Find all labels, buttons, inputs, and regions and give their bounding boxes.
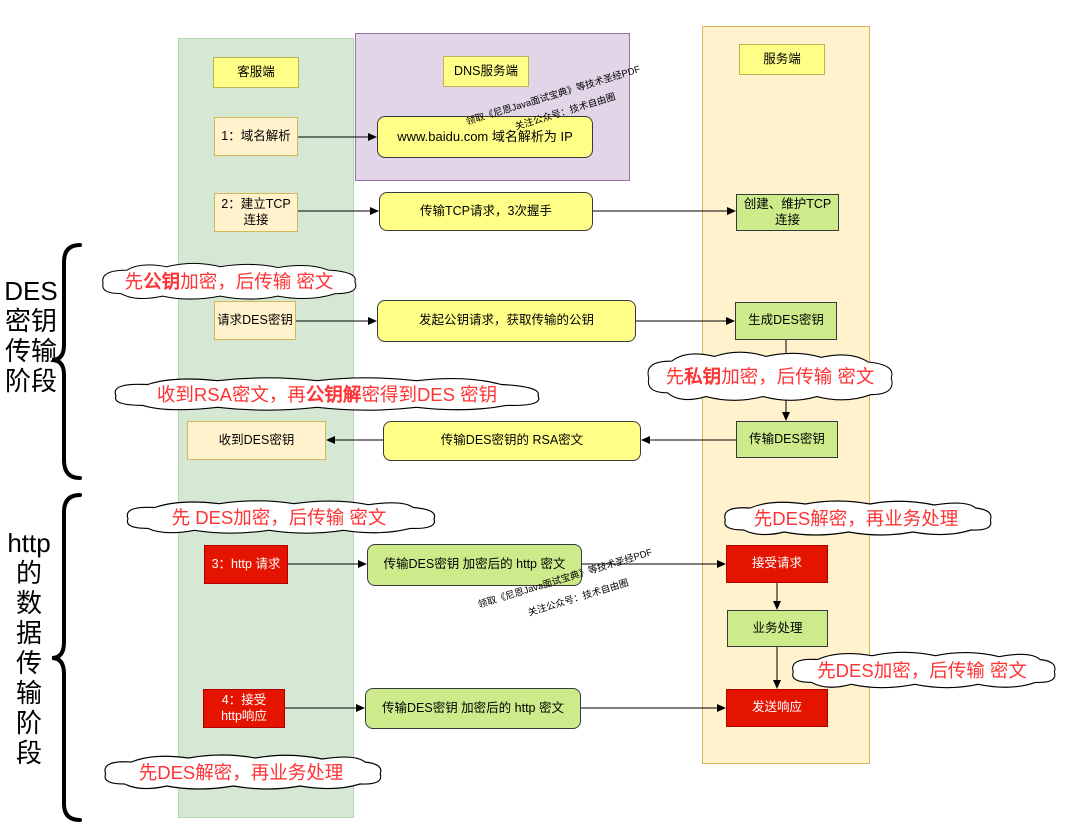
http-phase-line: 阶 (15, 708, 42, 738)
cloud-text-pre: 先 (124, 271, 144, 292)
tcp-server-node: 创建、维护TCP连接 (736, 194, 839, 231)
cloud-text: 先DES解密，再业务处理 (753, 508, 959, 529)
des-encrypt-client-cloud: 先 DES加密，后传输 密文 (120, 498, 438, 536)
des-rsa-transfer-node: 传输DES密钥的 RSA密文 (383, 421, 641, 461)
des-phase-line: 阶段 (4, 366, 57, 396)
cloud-text-bold: 私钥 (684, 366, 722, 387)
http-request-transfer-node: 传输DES密钥 加密后的 http 密文 (367, 544, 582, 586)
business-processing-node: 业务处理 (727, 610, 828, 647)
des-phase-line: DES (4, 276, 58, 306)
generate-des-key-node: 生成DES密钥 (735, 302, 837, 340)
http-phase-line: 输 (15, 678, 42, 708)
transfer-des-key-node: 传输DES密钥 (736, 421, 838, 458)
dns-resolve-node: 1：域名解析 (214, 117, 298, 156)
public-key-encrypt-cloud: 先公钥加密，后传输 密文 (96, 260, 362, 302)
des-phase-line: 传输 (4, 336, 57, 366)
http-phase-label: http 的 数 据 传 输 阶 段 (0, 528, 58, 768)
public-key-request-node: 发起公钥请求，获取传输的公钥 (377, 300, 636, 342)
cloud-text-post: 加密，后传输 密文 (721, 366, 875, 387)
http-phase-line: 据 (15, 618, 42, 648)
http-phase-line: 数 (15, 588, 42, 618)
cloud-text-bold: 公钥 (143, 271, 181, 292)
tcp-setup-node: 2：建立TCP连接 (214, 193, 298, 232)
cloud-text-pre: 收到RSA密文，再 (156, 384, 306, 405)
http-phase-line: 传 (15, 648, 42, 678)
cloud-text: 先DES解密，再业务处理 (138, 762, 344, 783)
cloud-text-post: 加密，后传输 密文 (180, 271, 334, 292)
send-response-node: 发送响应 (726, 689, 828, 727)
des-decrypt-client-cloud: 先DES解密，再业务处理 (98, 752, 384, 792)
des-encrypt-server-cloud: 先DES加密，后传输 密文 (786, 649, 1058, 691)
server-lane-header: 服务端 (739, 44, 825, 75)
des-phase-brace (51, 243, 82, 480)
cloud-text-bold: 公钥解 (305, 384, 362, 405)
http-phase-brace (51, 493, 82, 822)
tcp-transfer-node: 传输TCP请求，3次握手 (379, 192, 593, 231)
cloud-text: 先DES加密，后传输 密文 (817, 660, 1027, 681)
http-request-node: 3：http 请求 (204, 545, 288, 584)
dns-result-node: www.baidu.com 域名解析为 IP (377, 116, 593, 158)
http-phase-line: 的 (15, 558, 42, 588)
dns-lane-header: DNS服务端 (443, 56, 529, 87)
des-phase-label: DES 密钥 传输 阶段 (0, 276, 62, 396)
client-lane-header: 客服端 (213, 57, 299, 88)
des-decrypt-server-cloud: 先DES解密，再业务处理 (718, 498, 994, 538)
cloud-text: 先 DES加密，后传输 密文 (171, 507, 387, 528)
accept-request-node: 接受请求 (726, 545, 828, 583)
cloud-text-pre: 先 (665, 366, 685, 387)
http-response-transfer-node: 传输DES密钥 加密后的 http 密文 (365, 688, 581, 729)
http-phase-line: http (7, 528, 51, 558)
http-response-receive-node: 4：接受http响应 (203, 689, 285, 728)
cloud-text-post: 密得到DES 密钥 (361, 384, 498, 405)
receive-des-key-node: 收到DES密钥 (187, 421, 326, 460)
request-des-key-node: 请求DES密钥 (214, 301, 296, 340)
rsa-decrypt-cloud: 收到RSA密文，再公钥解密得到DES 密钥 (108, 375, 546, 413)
http-phase-line: 段 (15, 738, 42, 768)
des-phase-line: 密钥 (4, 306, 57, 336)
private-key-encrypt-cloud: 先私钥加密，后传输 密文 (642, 348, 898, 404)
